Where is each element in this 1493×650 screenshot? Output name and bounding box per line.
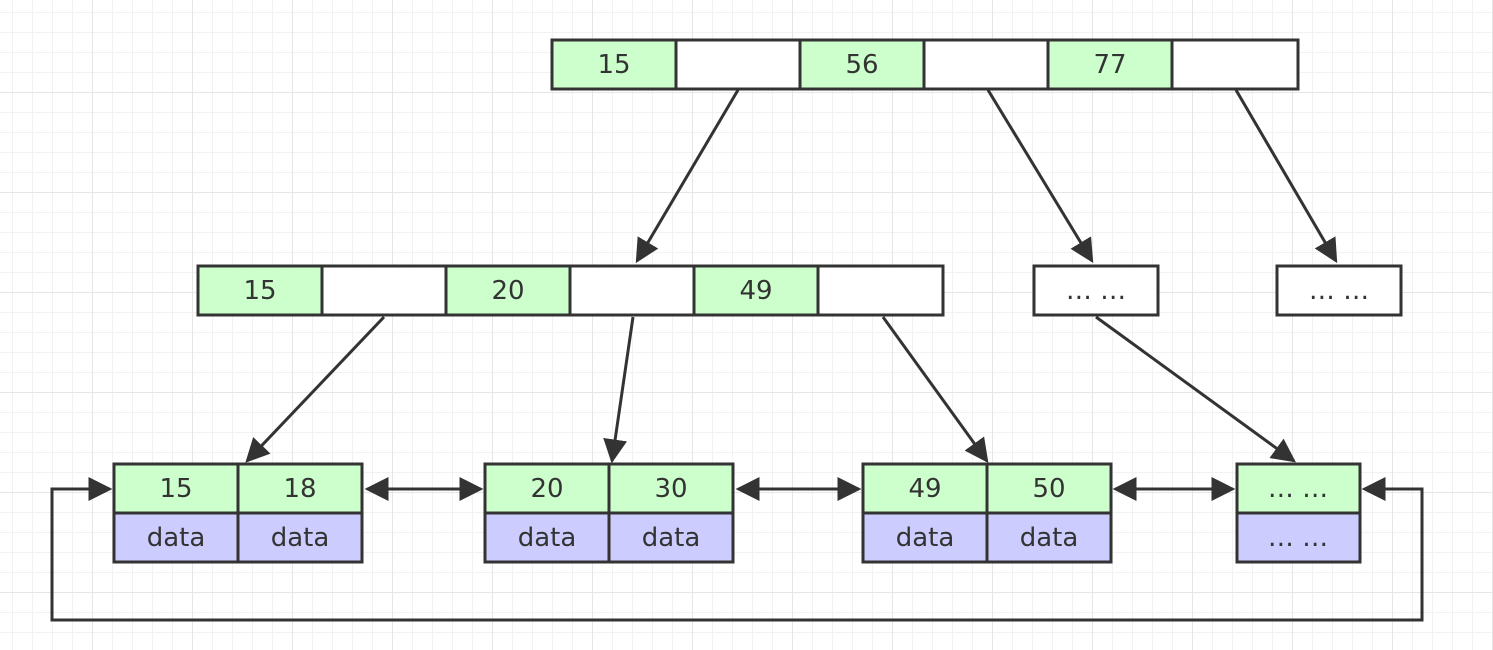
root-key-cell [550, 38, 678, 91]
leaf-node: 15 18 data data [112, 462, 364, 564]
leaf-key-label: 15 [159, 474, 192, 504]
root-pointer-cell [922, 38, 1050, 91]
edge-placeholder-to-leaf-4 [1095, 315, 1296, 463]
placeholder-node-box [1032, 264, 1160, 317]
placeholder-node-box [1275, 264, 1403, 317]
edge-root-to-placeholder-1 [986, 89, 1094, 264]
leaf-data-cell [985, 511, 1113, 564]
leaf-key-label: 49 [908, 474, 941, 504]
leaf-key-label: 20 [530, 474, 563, 504]
leaf-data-cell [112, 511, 240, 564]
leaf-key-label: 30 [654, 474, 687, 504]
leaf-key-cell [1235, 462, 1362, 515]
leaf-node: 49 50 data data [861, 462, 1113, 564]
leaf-data-label: data [147, 523, 206, 553]
internal-pointer-cell [568, 264, 696, 317]
internal-key-cell [444, 264, 572, 317]
root-key-label: 56 [845, 50, 878, 80]
leaf-loop-link [50, 477, 1424, 622]
leaf-data-label: data [271, 523, 330, 553]
placeholder-label: … … [1066, 276, 1126, 306]
root-pointer-cell [1170, 38, 1300, 91]
leaf-key-label: 50 [1032, 474, 1065, 504]
leaf-key-cell [861, 462, 989, 515]
edge-internal-to-leaf-1 [245, 315, 386, 463]
leaf-key-cell [607, 462, 735, 515]
edge-root-to-internal [635, 89, 740, 264]
edges [50, 89, 1424, 622]
leaf-key-cell [483, 462, 611, 515]
internal-key-label: 15 [243, 276, 276, 306]
leaf-data-label: data [896, 523, 955, 553]
leaf-key-label: 18 [283, 474, 316, 504]
leaf-data-label: data [642, 523, 701, 553]
internal-key-label: 20 [491, 276, 524, 306]
leaf-key-cell [112, 462, 240, 515]
root-key-label: 77 [1093, 50, 1126, 80]
leaf-data-cell [236, 511, 364, 564]
internal-pointer-cell [816, 264, 945, 317]
leaf-data-cell [607, 511, 735, 564]
root-key-label: 15 [597, 50, 630, 80]
leaf-key-cell [236, 462, 364, 515]
leaf-data-cell [861, 511, 989, 564]
leaf-node: … … … … [1235, 462, 1362, 564]
placeholder-node: … … [1275, 264, 1403, 317]
internal-key-cell [196, 264, 324, 317]
internal-key-cell [692, 264, 820, 317]
placeholder-label: … … [1309, 276, 1369, 306]
root-node: 15 56 77 [550, 38, 1300, 91]
edge-root-to-placeholder-2 [1234, 89, 1338, 264]
leaf-data-label: data [1020, 523, 1079, 553]
edge-internal-to-leaf-2 [603, 316, 635, 464]
leaf-key-label: … … [1268, 474, 1328, 504]
internal-key-label: 49 [739, 276, 772, 306]
placeholder-node: … … [1032, 264, 1160, 317]
leaf-data-cell [1235, 511, 1362, 564]
leaf-data-label: data [518, 523, 577, 553]
leaf-data-label: … … [1268, 523, 1328, 553]
root-key-cell [798, 38, 926, 91]
edge-internal-to-leaf-3 [881, 316, 989, 463]
internal-pointer-cell [320, 264, 448, 317]
root-pointer-cell [674, 38, 802, 91]
internal-node: 15 20 49 [196, 264, 945, 317]
leaf-data-cell [483, 511, 611, 564]
leaf-node: 20 30 data data [483, 462, 735, 564]
